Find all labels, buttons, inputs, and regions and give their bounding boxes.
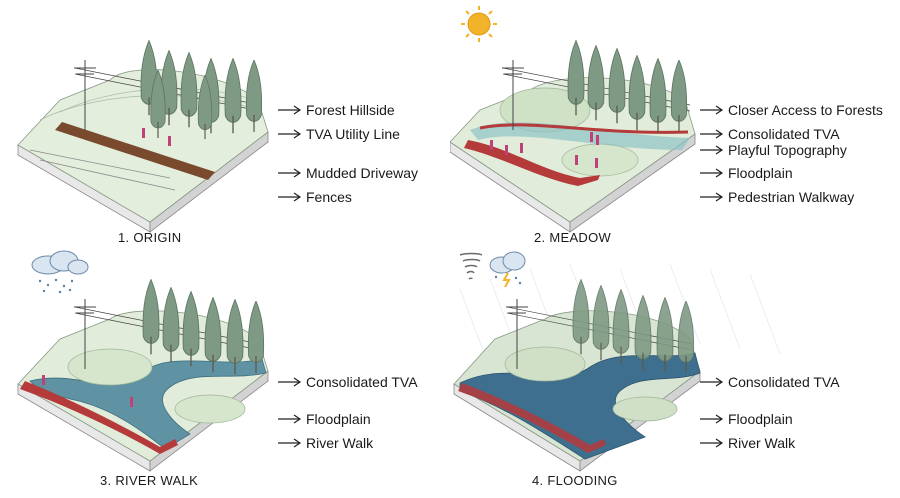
arrow-icon [700, 414, 724, 424]
arrow-icon [278, 168, 302, 178]
label-floodplain: Floodplain [700, 165, 793, 181]
label-pedestrian-walkway: Pedestrian Walkway [700, 189, 854, 205]
label-river-walk: River Walk [700, 435, 795, 451]
panel-meadow: Closer Access to Forests Consolidated TV… [450, 0, 900, 249]
label-consolidated-tva: Consolidated TVA [700, 126, 840, 142]
arrow-icon [278, 192, 302, 202]
label-mudded-driveway: Mudded Driveway [278, 165, 418, 181]
label-consolidated-tva: Consolidated TVA [700, 374, 840, 390]
meadow-diagram [450, 6, 696, 233]
mudded-driveway [55, 122, 215, 180]
arrow-icon [278, 377, 302, 387]
river-walk-path [20, 381, 178, 454]
panel-caption: 4. FLOODING [532, 473, 618, 488]
panel-river-walk: Consolidated TVA Floodplain River Walk 3… [0, 249, 450, 498]
panel-flooding: Consolidated TVA Floodplain River Walk 4… [450, 249, 900, 498]
arrow-icon [700, 145, 724, 155]
sun-icon [461, 6, 497, 42]
arrow-icon [700, 129, 724, 139]
label-tva-utility-line: TVA Utility Line [278, 126, 400, 142]
label-consolidated-tva: Consolidated TVA [278, 374, 418, 390]
origin-diagram [17, 40, 269, 233]
panel-origin: Forest Hillside TVA Utility Line Mudded … [0, 0, 450, 249]
label-playful-topography: Playful Topography [700, 142, 847, 158]
label-closer-access-to-forests: Closer Access to Forests [700, 102, 883, 118]
panel-caption: 2. MEADOW [534, 230, 612, 245]
arrow-icon [278, 414, 302, 424]
label-river-walk: River Walk [278, 435, 373, 451]
arrow-icon [700, 438, 724, 448]
tornado-icon [459, 252, 483, 280]
arrow-icon [700, 377, 724, 387]
arrow-icon [700, 168, 724, 178]
arrow-icon [278, 105, 302, 115]
panel-caption: 1. ORIGIN [118, 230, 182, 245]
label-fences: Fences [278, 189, 352, 205]
panel-caption: 3. RIVER WALK [100, 473, 199, 488]
pedestrian-walkway [464, 140, 600, 186]
arrow-icon [278, 438, 302, 448]
flooding-diagram [453, 251, 781, 472]
label-floodplain: Floodplain [278, 411, 371, 427]
label-floodplain: Floodplain [700, 411, 793, 427]
arrow-icon [700, 192, 724, 202]
arrow-icon [700, 105, 724, 115]
rain-cloud-icon [31, 250, 89, 294]
label-forest-hillside: Forest Hillside [278, 102, 395, 118]
arrow-icon [278, 129, 302, 139]
river-walk-diagram [17, 250, 269, 472]
storm-cloud-icon [489, 251, 526, 288]
river-walk-path [458, 383, 606, 453]
